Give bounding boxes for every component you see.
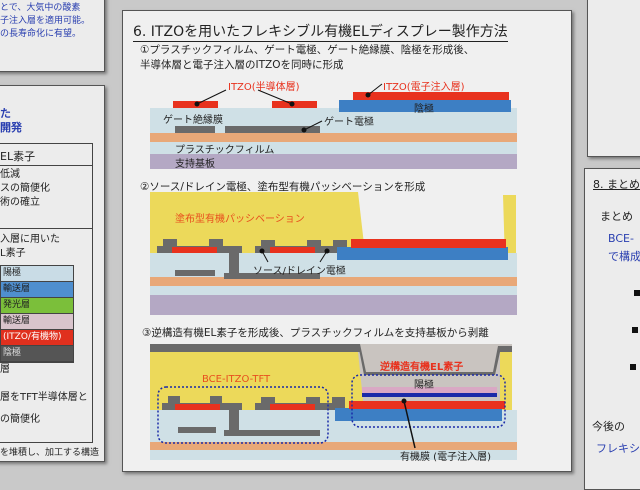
table-row: EL素子 bbox=[0, 150, 36, 163]
legend-item: 発光層 bbox=[1, 298, 73, 314]
diagram-step1 bbox=[150, 83, 517, 169]
process-diagrams bbox=[150, 83, 517, 460]
label-gate-insulator: ゲート絶縁膜 bbox=[163, 115, 223, 126]
label-oled: 逆構造有機EL素子 bbox=[380, 362, 464, 373]
itzo-pad bbox=[272, 101, 317, 108]
section-title: 8. まとめ bbox=[593, 178, 640, 191]
future-text: フレキシ bbox=[596, 442, 640, 455]
label-plastic-film: プラスチックフィルム bbox=[175, 145, 275, 156]
step2-text: ②ソース/ドレイン電極、塗布型有機パッシベーションを形成 bbox=[140, 181, 426, 193]
left-heading: た 開発 bbox=[0, 107, 22, 135]
gate-electrode bbox=[224, 273, 320, 279]
plastic-film-layer bbox=[150, 142, 517, 154]
label-itzo-semiconductor: ITZO(半導体層) bbox=[228, 82, 300, 93]
passivation-layer bbox=[150, 192, 365, 253]
diagram-step2 bbox=[150, 192, 517, 315]
layer-legend: 陽極 輸送層 発光層 輸送層 (ITZO/有機物) 陰極 bbox=[0, 265, 74, 363]
divider bbox=[0, 228, 92, 229]
bullet-icon bbox=[634, 290, 640, 296]
passivation-layer bbox=[503, 195, 516, 262]
hole-transport-layer bbox=[362, 393, 497, 397]
text-line: の長寿命化に有望。 bbox=[0, 29, 82, 39]
summary-text: BCE- bbox=[608, 232, 634, 245]
page-title: 6. ITZOを用いたフレキシブル有機ELディスプレー製作方法 bbox=[133, 21, 508, 42]
text-line: 術の確立 bbox=[0, 197, 40, 208]
table-row: 低減 スの簡便化 術の確立 bbox=[0, 168, 50, 210]
text-line: 低減 bbox=[0, 169, 20, 180]
encapsulation-layer bbox=[150, 344, 360, 352]
step3-text: ③逆構造有機EL素子を形成後、プラスチックフィルムを支持基板から剥離 bbox=[142, 327, 489, 339]
left-top-panel bbox=[0, 0, 105, 72]
footer-text: を堆積し、加工する構造 bbox=[0, 448, 100, 458]
text-line: 入層に用いた bbox=[0, 234, 60, 245]
label-cathode: 陰極 bbox=[414, 104, 434, 115]
text-line: スの簡便化 bbox=[0, 183, 50, 194]
diagram-step3 bbox=[150, 344, 517, 460]
bullet-icon bbox=[630, 364, 636, 370]
left-table bbox=[0, 143, 93, 443]
text-line: 層をTFT半導体層と bbox=[0, 392, 88, 403]
right-top-panel bbox=[587, 0, 640, 157]
tft-dotted-box bbox=[157, 386, 329, 444]
text-line: の簡便化 bbox=[0, 414, 40, 425]
label-gate-electrode: ゲート電極 bbox=[324, 117, 374, 128]
gate-electrode bbox=[175, 126, 215, 133]
legend-item: 陽極 bbox=[1, 266, 73, 282]
label-anode: 陽極 bbox=[414, 380, 434, 391]
text-line: ①プラスチックフィルム、ゲート電極、ゲート絶縁膜、陰極を形成後、 bbox=[140, 44, 475, 56]
orange-layer bbox=[150, 133, 517, 142]
text-line: 半導体層と電子注入層のITZOを同時に形成 bbox=[140, 59, 344, 71]
label-support-substrate: 支持基板 bbox=[175, 159, 215, 170]
right-panel bbox=[584, 168, 640, 490]
divider bbox=[0, 165, 92, 166]
summary-label: まとめ bbox=[600, 210, 633, 223]
step1-text: ①プラスチックフィルム、ゲート電極、ゲート絶縁膜、陰極を形成後、 半導体層と電子… bbox=[140, 43, 474, 73]
label-source-drain: ソース/ドレイン電極 bbox=[253, 266, 346, 277]
label-itzo-injection: ITZO(電子注入層) bbox=[383, 82, 465, 93]
future-label: 今後の bbox=[592, 420, 625, 433]
oled-dotted-box bbox=[351, 374, 506, 428]
table-row: 入層に用いた L素子 bbox=[0, 233, 60, 261]
label-passivation: 塗布型有機パッシベーション bbox=[175, 214, 305, 225]
legend-item: 輸送層 bbox=[1, 314, 73, 330]
bullet-icon bbox=[632, 327, 638, 333]
label-organic-film: 有機膜 (電子注入層) bbox=[400, 452, 491, 463]
legend-item: 輸送層 bbox=[1, 282, 73, 298]
support-substrate-layer bbox=[150, 154, 517, 169]
gate-electrode bbox=[175, 270, 215, 276]
heading-line: 開発 bbox=[0, 121, 22, 134]
text-line: 層 bbox=[0, 364, 10, 375]
heading-line: た bbox=[0, 107, 11, 120]
label-tft: BCE-ITZO-TFT bbox=[202, 374, 271, 385]
cathode-layer bbox=[339, 100, 511, 112]
gate-electrode bbox=[225, 126, 320, 133]
legend-item: (ITZO/有機物) bbox=[1, 330, 73, 346]
anode-layer bbox=[362, 387, 497, 393]
summary-text: で構成 bbox=[608, 250, 640, 263]
legend-item: 陰極 bbox=[1, 346, 73, 362]
itzo-injection-layer bbox=[353, 92, 509, 100]
text-line: L素子 bbox=[0, 248, 26, 259]
left-top-text: とで、大気中の酸素 子注入層を適用可能。 の長寿命化に有望。 bbox=[0, 2, 90, 41]
text-line: とで、大気中の酸素 bbox=[0, 3, 81, 13]
text-line: 子注入層を適用可能。 bbox=[0, 16, 91, 26]
